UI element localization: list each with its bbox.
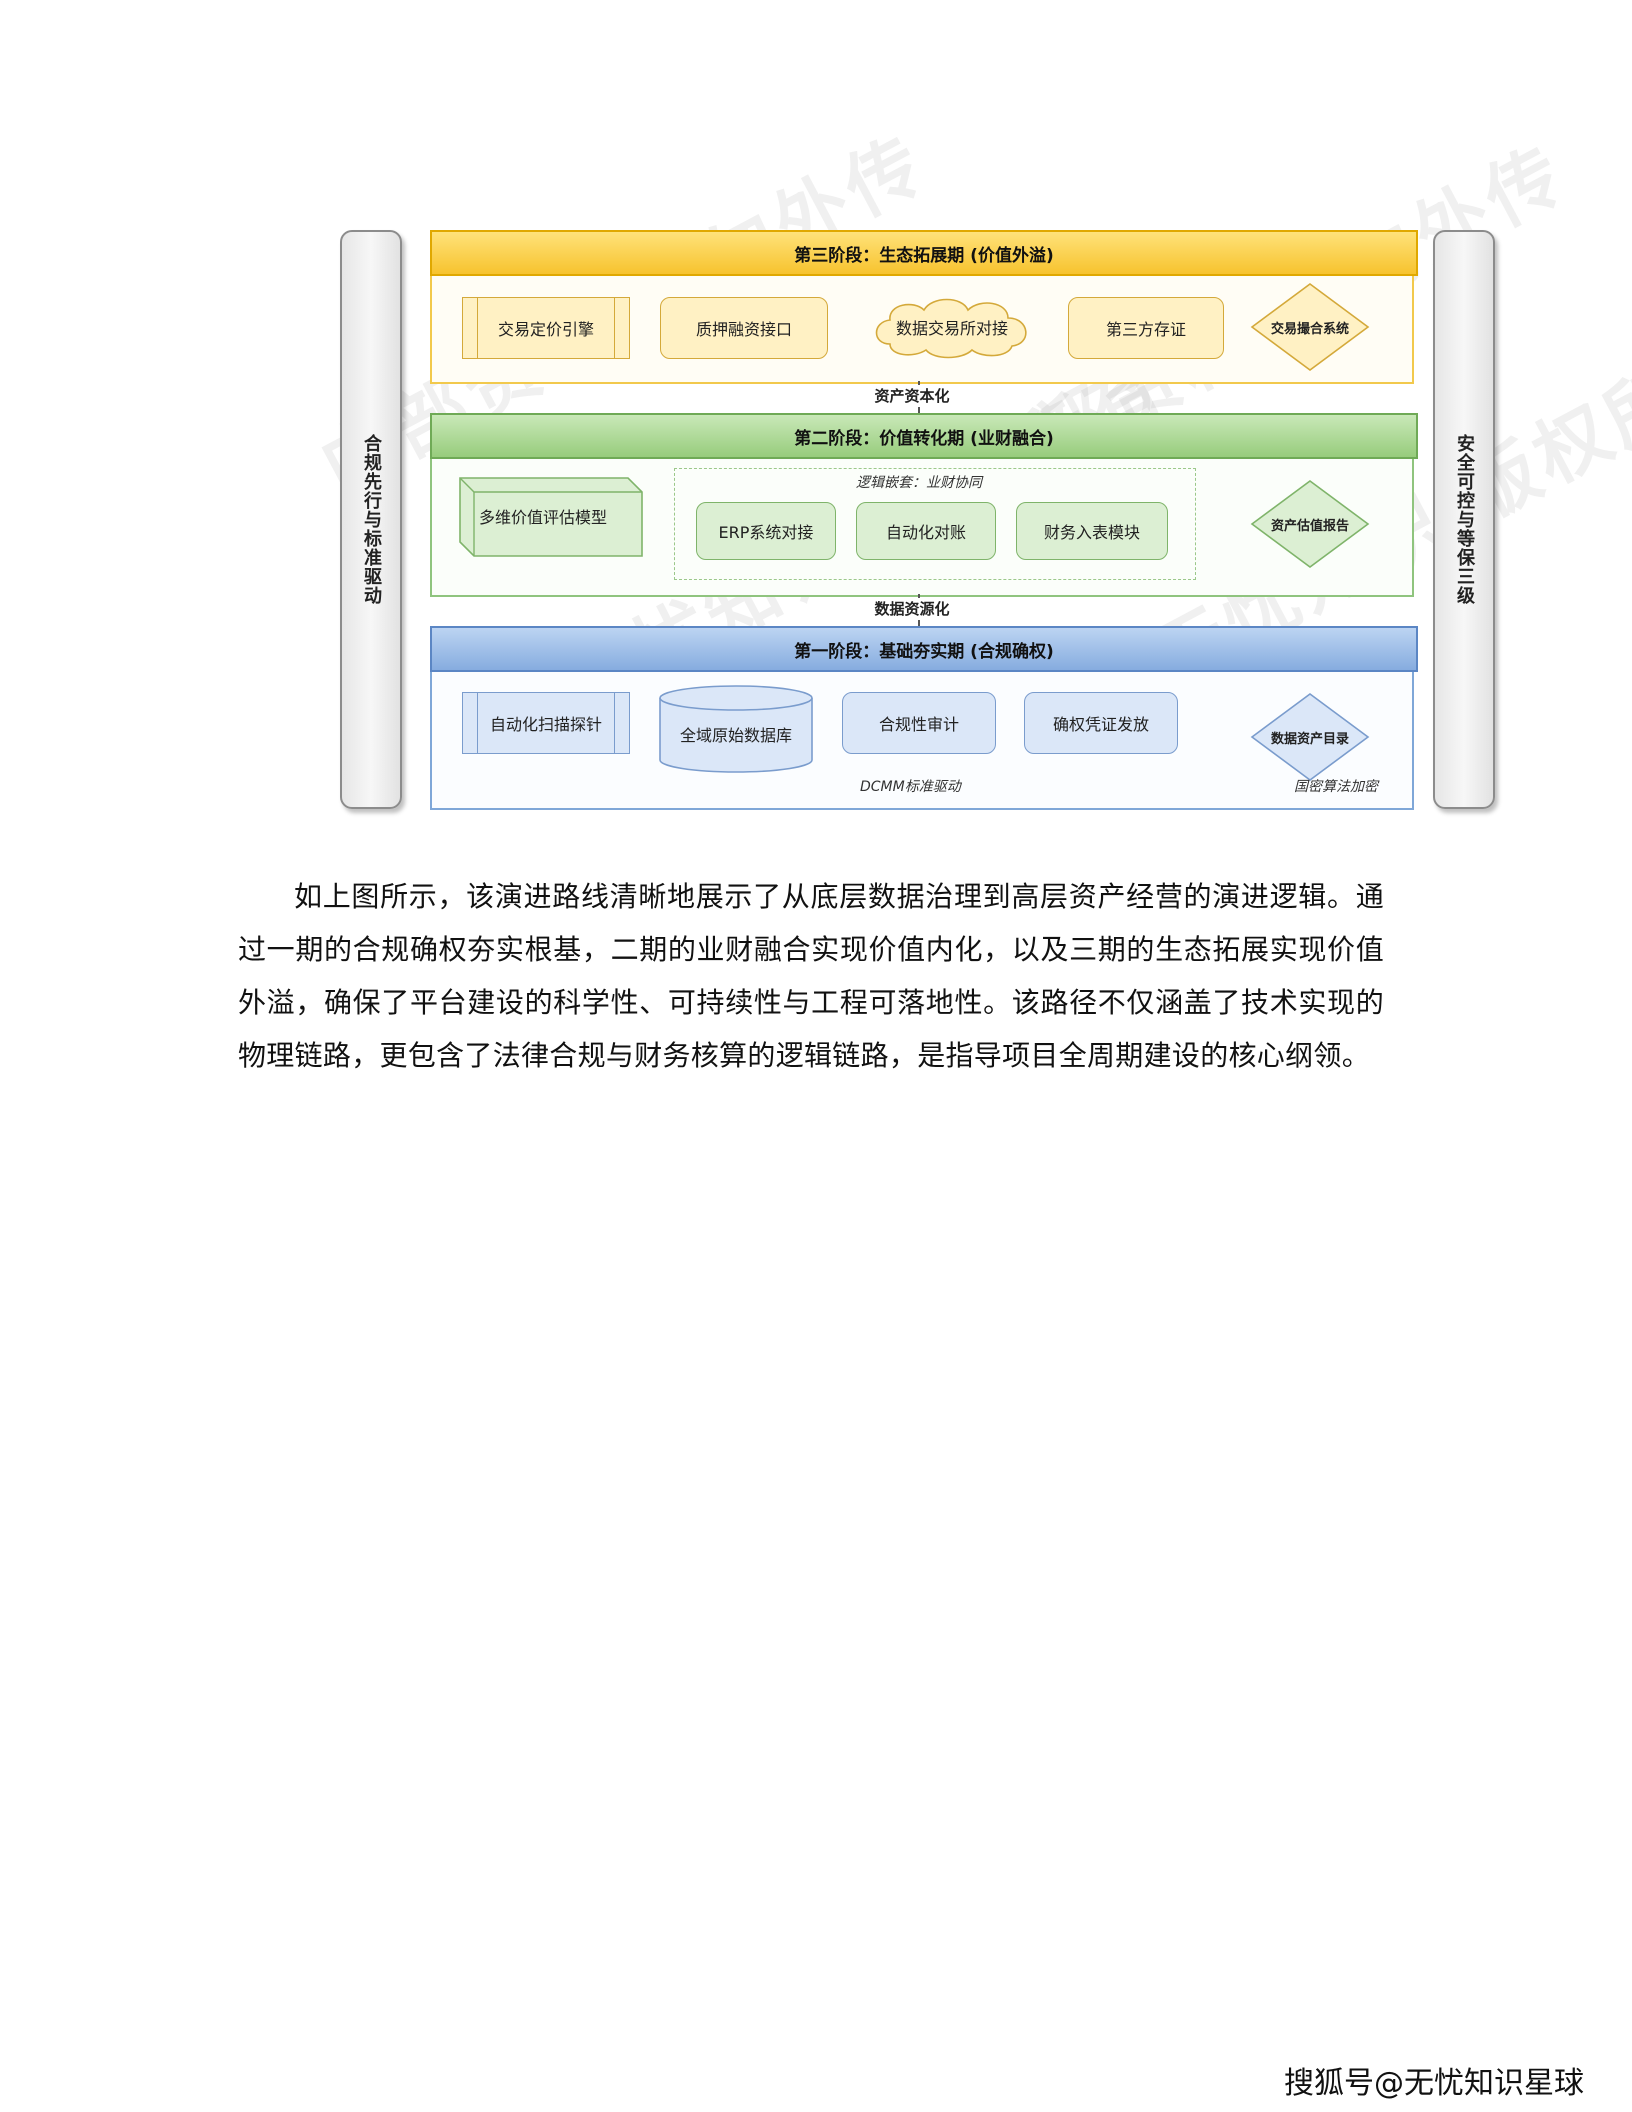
stage3-item-pledge-financing: 质押融资接口 xyxy=(660,297,828,359)
group-label: 逻辑嵌套：业财协同 xyxy=(856,475,982,491)
body-paragraph: 如上图所示，该演进路线清晰地展示了从底层数据治理到高层资产经营的演进逻辑。通过一… xyxy=(238,880,1384,1072)
stage2-item-financial-module: 财务入表模块 xyxy=(1016,502,1168,560)
right-pillar-label: 安全可控与等保三级 xyxy=(1454,434,1475,605)
stage-2-title: 第二阶段：价值转化期 (业财融合) xyxy=(430,413,1418,459)
stage1-item-compliance-audit: 合规性审计 xyxy=(842,692,996,754)
stage3-item-pricing-engine: 交易定价引擎 xyxy=(462,297,630,359)
business-finance-group xyxy=(674,468,1196,580)
encryption-note: 国密算法加密 xyxy=(1294,779,1378,795)
dcmm-note: DCMM标准驱动 xyxy=(860,779,961,795)
left-pillar: 合规先行与标准驱动 xyxy=(340,230,402,809)
right-pillar: 安全可控与等保三级 xyxy=(1433,230,1495,809)
stage2-valuation-model: 多维价值评估模型 xyxy=(458,476,644,558)
stage2-item-auto-reconciliation: 自动化对账 xyxy=(856,502,996,560)
stage3-item-exchange-cloud: 数据交易所对接 xyxy=(868,292,1036,362)
stage2-item-erp: ERP系统对接 xyxy=(696,502,836,560)
stage1-item-rights-certificate: 确权凭证发放 xyxy=(1024,692,1178,754)
stage1-diamond-asset-catalog: 数据资产目录 xyxy=(1250,692,1370,782)
footer-source: 搜狐号@无忧知识星球 xyxy=(1284,2066,1584,2101)
stage1-item-raw-database: 全域原始数据库 xyxy=(658,684,814,774)
stage1-item-scan-probe: 自动化扫描探针 xyxy=(462,692,630,754)
connector-resourcification: 数据资源化 xyxy=(872,598,952,619)
left-pillar-label: 合规先行与标准驱动 xyxy=(361,434,382,605)
connector-capitalization: 资产资本化 xyxy=(872,385,952,406)
stage3-item-third-party-deposit: 第三方存证 xyxy=(1068,297,1224,359)
stage-1-title: 第一阶段：基础夯实期 (合规确权) xyxy=(430,626,1418,672)
stage-3-title: 第三阶段：生态拓展期 (价值外溢) xyxy=(430,230,1418,276)
stage2-diamond-valuation-report: 资产估值报告 xyxy=(1250,479,1370,569)
stage3-diamond-matching-system: 交易撮合系统 xyxy=(1250,282,1370,372)
